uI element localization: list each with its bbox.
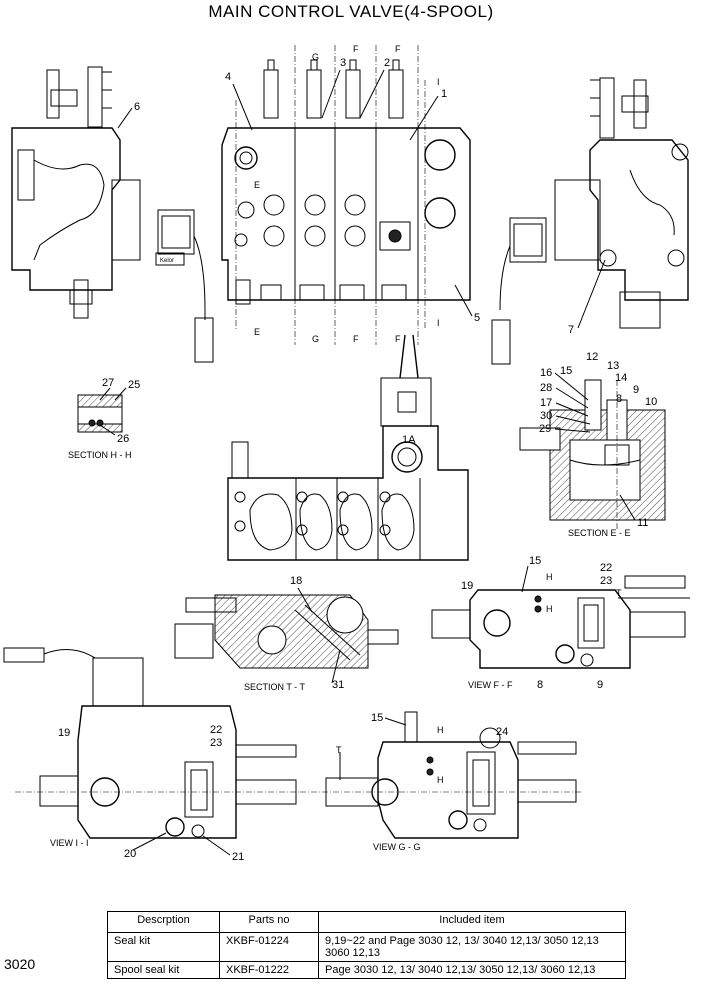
callout-8: 8	[616, 393, 622, 405]
section-t-t: 18 31 SECTION T - T	[174, 575, 399, 692]
table-row: Seal kit XKBF-01224 9,19~22 and Page 303…	[107, 932, 626, 962]
mark-g-bottom: G	[312, 334, 319, 344]
view-g-g: 15 24 H H T VIEW G - G	[300, 711, 582, 852]
callout-15: 15	[560, 365, 572, 377]
callout-19-f: 19	[461, 580, 473, 592]
exploded-valve-drawing: 6	[3, 44, 690, 863]
mark-h-f2: H	[546, 604, 553, 614]
row-description: Spool seal kit	[107, 961, 220, 979]
callout-15-f: 15	[529, 555, 541, 567]
section-title-hh: SECTION H - H	[68, 450, 132, 460]
mark-e-upper: E	[254, 180, 260, 190]
callout-8-f: 8	[537, 679, 543, 691]
callout-10: 10	[645, 396, 657, 408]
callout-22-i: 22	[210, 724, 222, 736]
callout-9-f: 9	[597, 679, 603, 691]
section-title-ff: VIEW F - F	[468, 680, 513, 690]
callout-1a: 1A	[402, 434, 416, 446]
mark-h-g1: H	[437, 725, 444, 735]
mark-i-top: I	[437, 77, 440, 87]
mark-h-f1: H	[546, 572, 553, 582]
section-title-gg: VIEW G - G	[373, 842, 421, 852]
callout-16: 16	[540, 367, 552, 379]
callout-29: 29	[539, 423, 551, 435]
parts-table: Descrption Parts no Included item Seal k…	[107, 911, 626, 979]
callout-21-i: 21	[232, 851, 244, 863]
section-h-h: 27 25 26 SECTION H - H	[68, 377, 140, 460]
row-included-items: Page 3030 12, 13/ 3040 12,13/ 3050 12,13…	[318, 961, 626, 979]
callout-3: 3	[340, 57, 346, 69]
callout-9: 9	[633, 384, 639, 396]
header-parts-no: Parts no	[219, 911, 319, 933]
header-description: Descrption	[107, 911, 220, 933]
section-e-e: 12 13 14 15 16 28 17 30 29 8 9 10 11 SEC…	[519, 351, 666, 538]
callout-25: 25	[128, 379, 140, 391]
callout-28: 28	[540, 382, 552, 394]
row-part-number: XKBF-01222	[219, 961, 319, 979]
callout-1: 1	[441, 88, 447, 100]
callout-18: 18	[290, 575, 302, 587]
mark-f-top-2: F	[395, 44, 401, 54]
header-included-item: Included item	[318, 911, 626, 933]
callout-22-f: 22	[600, 562, 612, 574]
right-side-view: 7	[491, 77, 689, 365]
section-title-tt: SECTION T - T	[244, 682, 306, 692]
callout-31: 31	[332, 679, 344, 691]
callout-11: 11	[637, 517, 648, 529]
brand-plate: Kelor	[160, 258, 174, 264]
callout-12: 12	[586, 351, 598, 363]
mark-h-g2: H	[437, 775, 444, 785]
callout-19-i: 19	[58, 727, 70, 739]
section-title-ii: VIEW I - I	[50, 838, 89, 848]
center-assembly: 1A	[227, 334, 469, 561]
row-description: Seal kit	[107, 932, 220, 962]
callout-17: 17	[540, 397, 552, 409]
section-title-ee: SECTION E - E	[568, 528, 631, 538]
mark-f-bottom-2: F	[395, 334, 401, 344]
callout-24-g: 24	[496, 726, 508, 738]
callout-26: 26	[117, 433, 129, 445]
row-included-items: 9,19~22 and Page 3030 12, 13/ 3040 12,13…	[318, 932, 626, 962]
callout-15-g: 15	[371, 712, 383, 724]
callout-4: 4	[225, 71, 231, 83]
mark-i-bottom: I	[437, 318, 440, 328]
row-part-number: XKBF-01224	[219, 932, 319, 962]
mark-t-f: T	[616, 588, 622, 598]
page-code: 3020	[4, 956, 36, 972]
mark-f-top-1: F	[353, 44, 359, 54]
callout-13: 13	[607, 360, 619, 372]
callout-5: 5	[474, 312, 480, 324]
callout-2: 2	[384, 57, 390, 69]
callout-23-f: 23	[600, 575, 612, 587]
callout-20-i: 20	[124, 848, 136, 860]
callout-7: 7	[568, 324, 574, 336]
left-side-view: 6	[11, 66, 214, 363]
callout-6: 6	[134, 101, 140, 113]
mark-e-lower: E	[254, 327, 260, 337]
mark-t-g: T	[336, 745, 342, 755]
mark-g-top: G	[312, 52, 319, 62]
callout-14: 14	[615, 372, 627, 384]
callout-27: 27	[102, 377, 114, 389]
view-i-i: 19 22 23 20 21 VIEW I - I	[3, 647, 300, 863]
parts-table-header: Descrption Parts no Included item	[107, 911, 626, 933]
mark-f-bottom-1: F	[353, 334, 359, 344]
table-row: Spool seal kit XKBF-01222 Page 3030 12, …	[107, 961, 626, 979]
view-f-f: 15 19 22 23 8 9 H H T VIEW F - F	[431, 555, 690, 691]
callout-23-i: 23	[210, 737, 222, 749]
page-title: MAIN CONTROL VALVE(4-SPOOL)	[208, 2, 494, 21]
front-view: G F F I E E G F F I 4 3 2 1 5 Kelor	[155, 44, 480, 345]
callout-30: 30	[540, 410, 552, 422]
